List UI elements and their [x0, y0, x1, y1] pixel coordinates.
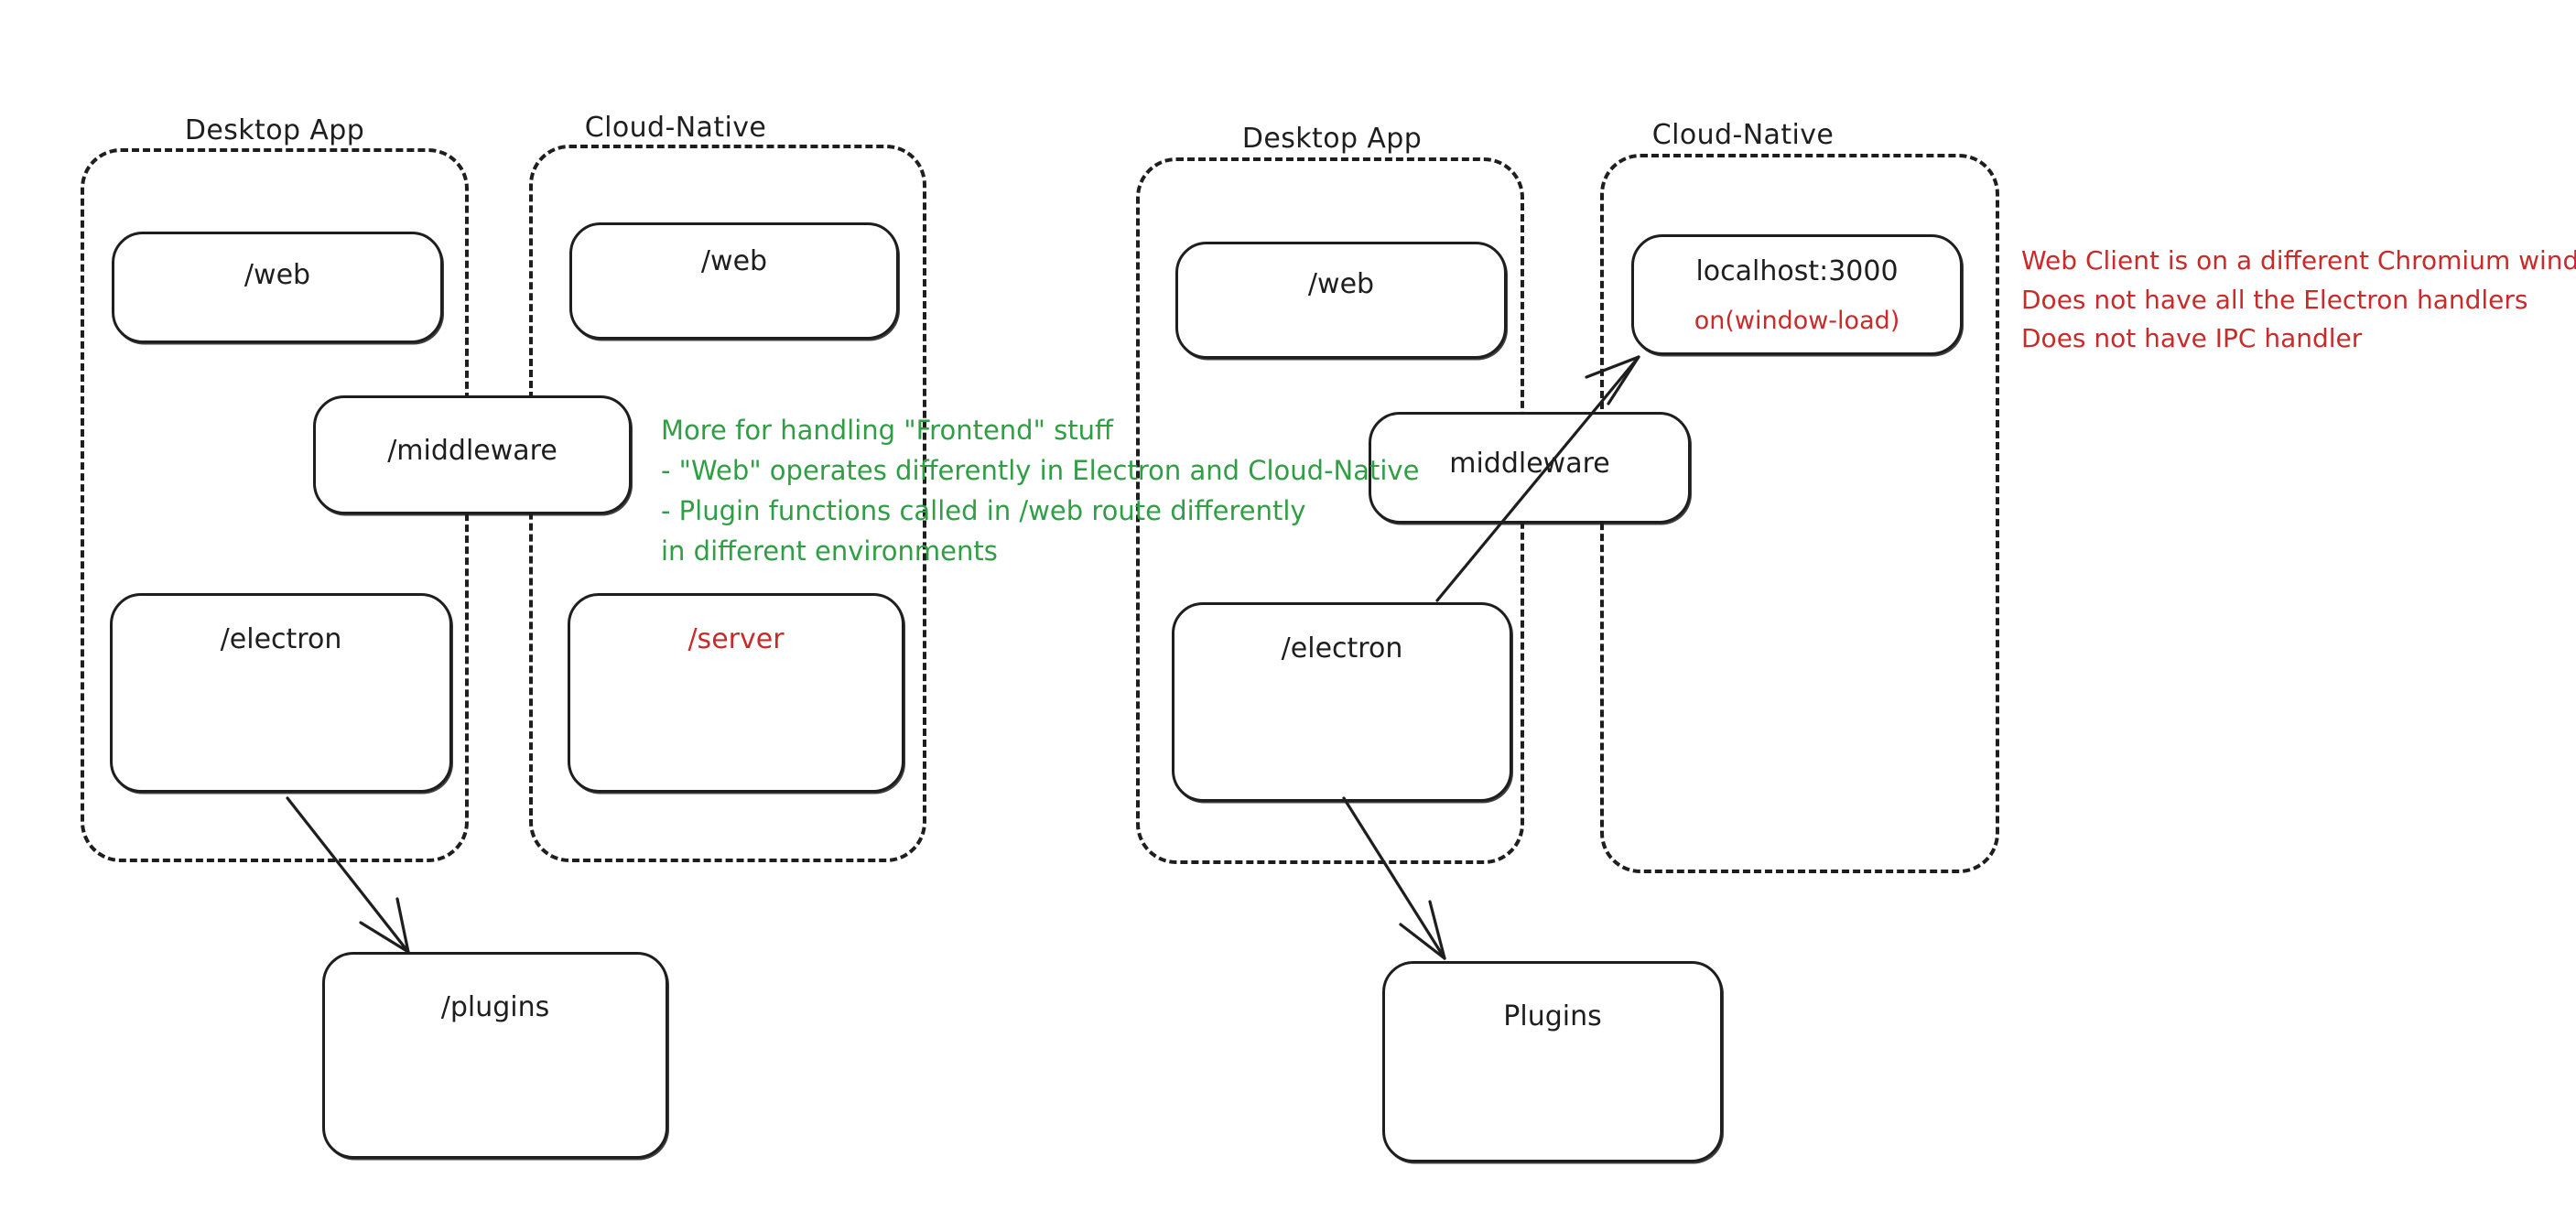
node-left-desktop-electron[interactable]: /electron: [110, 593, 452, 793]
node-left-cloud-web-label: /web: [700, 245, 768, 277]
node-left-desktop-web-label: /web: [244, 259, 311, 291]
node-left-desktop-electron-label: /electron: [220, 623, 342, 655]
group-left-cloud-native-label: Cloud-Native: [584, 112, 767, 144]
node-left-cloud-server[interactable]: /server: [568, 593, 904, 793]
group-left-desktop-app-label: Desktop App: [184, 114, 365, 146]
node-left-middleware[interactable]: /middleware: [313, 395, 632, 514]
node-right-localhost[interactable]: localhost:3000 on(window-load): [1631, 234, 1963, 355]
node-left-cloud-server-label: /server: [687, 623, 785, 655]
node-left-desktop-web[interactable]: /web: [112, 232, 443, 343]
node-left-cloud-web[interactable]: /web: [569, 222, 899, 340]
group-right-desktop-app-label: Desktop App: [1241, 123, 1423, 155]
node-left-plugins-label: /plugins: [440, 991, 550, 1023]
node-right-desktop-electron-label: /electron: [1281, 632, 1403, 665]
node-right-desktop-electron[interactable]: /electron: [1172, 602, 1512, 802]
node-right-desktop-web-label: /web: [1307, 268, 1375, 300]
annotation-green-note: More for handling "Frontend" stuff - "We…: [661, 415, 1420, 567]
node-left-plugins[interactable]: /plugins: [322, 952, 668, 1159]
annotation-red-note: Web Client is on a different Chromium wi…: [2021, 245, 2576, 354]
node-right-localhost-sublabel: on(window-load): [1694, 307, 1900, 335]
node-left-middleware-label: /middleware: [387, 435, 557, 467]
node-right-desktop-web[interactable]: /web: [1175, 242, 1507, 359]
node-right-localhost-label: localhost:3000: [1695, 255, 1899, 287]
node-right-plugins-label: Plugins: [1503, 1000, 1602, 1032]
group-right-cloud-native-label: Cloud-Native: [1651, 119, 1835, 151]
node-right-plugins[interactable]: Plugins: [1382, 961, 1723, 1162]
